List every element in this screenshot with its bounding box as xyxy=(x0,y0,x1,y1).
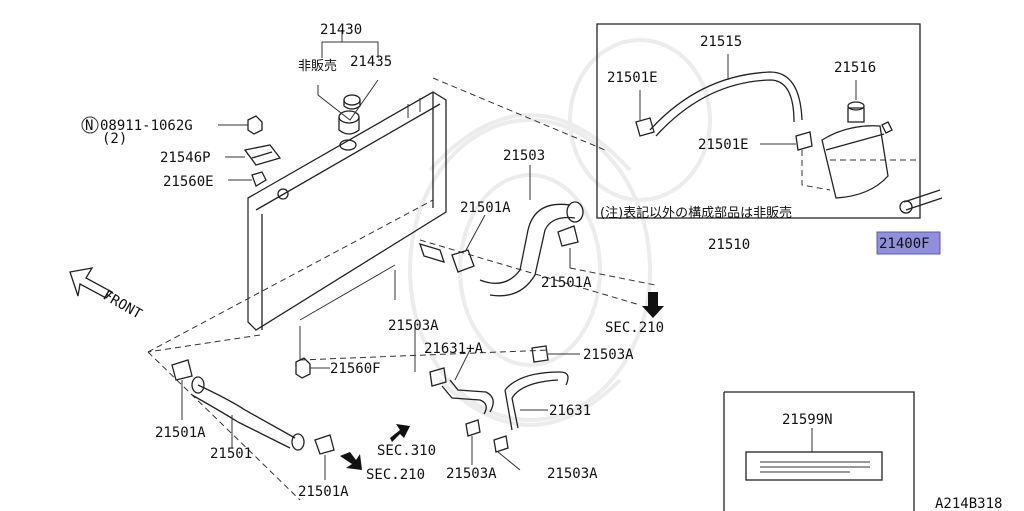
highlight-21400F xyxy=(876,231,941,255)
label-21503A-bottom-2: 21503A xyxy=(547,466,598,482)
label-21501: 21501 xyxy=(210,446,252,462)
sec310-arrow xyxy=(390,424,410,442)
label-08911-qty: (2) xyxy=(102,131,127,147)
n-mark-circle xyxy=(81,116,99,134)
watermark-emblem xyxy=(408,38,712,427)
label-sec210-bottom: SEC.210 xyxy=(366,467,425,483)
front-arrow-icon xyxy=(69,267,114,299)
label-front: FRONT xyxy=(100,288,145,323)
label-21631A: 21631+A xyxy=(424,341,484,357)
label-21510: 21510 xyxy=(708,237,750,253)
sec210-arrow-right xyxy=(642,292,664,318)
drain-plug xyxy=(295,357,330,379)
label-21501E-right: 21501E xyxy=(698,137,749,153)
sec210-arrow-bottom xyxy=(340,452,362,470)
label-21501A-bottom: 21501A xyxy=(298,484,349,500)
label-21503A-right: 21503A xyxy=(583,347,634,363)
label-21516: 21516 xyxy=(834,60,876,76)
label-21501A-right: 21501A xyxy=(541,275,592,291)
label-21503A-bottom-1: 21503A xyxy=(446,466,497,482)
label-21501A-left: 21501A xyxy=(155,425,206,441)
upper-hose xyxy=(451,165,656,297)
label-box xyxy=(723,391,915,511)
label-21435: 21435 xyxy=(350,54,392,70)
label-21503A-left: 21503A xyxy=(388,318,439,334)
reservoir-box xyxy=(596,23,921,219)
label-not-sold: 非販売 xyxy=(298,58,337,74)
label-21515: 21515 xyxy=(700,34,742,50)
bolt-21400F xyxy=(876,189,943,255)
lower-hose xyxy=(171,359,335,480)
label-21631: 21631 xyxy=(549,403,591,419)
label-21546P: 21546P xyxy=(160,150,211,166)
note-text: (注)表記以外の構成部品は非販売 xyxy=(600,205,792,221)
label-sec310: SEC.310 xyxy=(377,443,436,459)
label-21430: 21430 xyxy=(320,22,362,38)
label-21560F: 21560F xyxy=(330,361,381,377)
left-fasteners xyxy=(81,115,282,187)
label-21501A-upper: 21501A xyxy=(460,200,511,216)
label-21501E-left: 21501E xyxy=(607,70,658,86)
label-21503: 21503 xyxy=(503,148,545,164)
radiator xyxy=(247,91,447,360)
label-21400F: 21400F xyxy=(879,236,930,252)
bypass-hoses xyxy=(414,322,580,471)
label-21599N: 21599N xyxy=(782,412,833,428)
radiator-boundary xyxy=(147,77,641,501)
label-08911: 08911-1062G xyxy=(100,118,193,134)
label-sec210-right: SEC.210 xyxy=(605,320,664,336)
diagram-code: A214B318 xyxy=(935,496,1002,511)
label-21560E: 21560E xyxy=(163,174,214,190)
n-mark-letter: N xyxy=(85,118,93,134)
cap-group xyxy=(317,30,379,121)
